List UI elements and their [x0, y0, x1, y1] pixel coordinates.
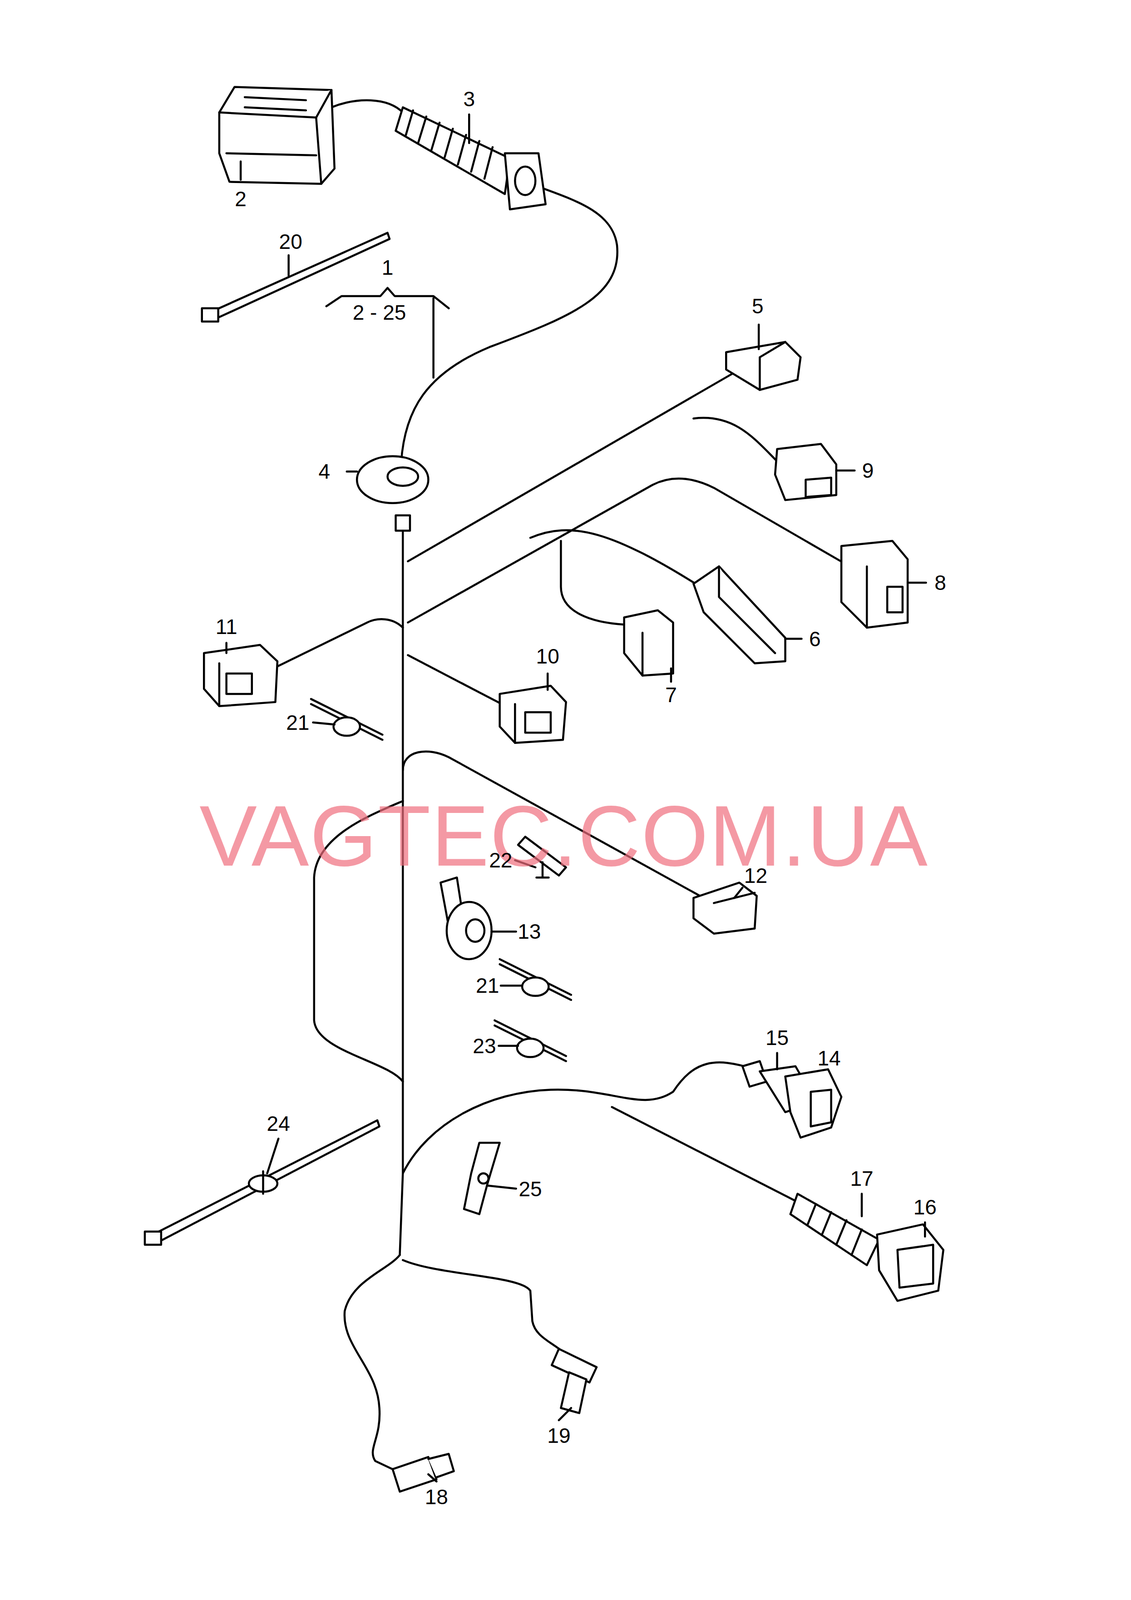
callout-number: 7 — [665, 684, 677, 706]
cable-ties — [144, 232, 390, 1245]
callout-number: 18 — [424, 1486, 449, 1507]
sensors — [392, 1348, 597, 1492]
callout-number: 16 — [913, 1196, 937, 1218]
callout-number: 17 — [849, 1167, 874, 1189]
callout-number: 10 — [536, 645, 560, 667]
callout-number: 24 — [266, 1112, 291, 1134]
callout-number: 4 — [318, 460, 331, 482]
callout-number: 25 — [518, 1178, 542, 1200]
callout-number: 2 — [234, 188, 247, 210]
callout-number: 21 — [286, 711, 310, 733]
grommet-3 — [395, 107, 546, 210]
watermark: VAGTEC.COM.UA — [199, 792, 929, 879]
callout-number: 12 — [744, 864, 768, 886]
callout-number: 22 — [488, 849, 513, 871]
callout-number: 23 — [472, 1035, 496, 1057]
callout-number: 9 — [862, 459, 875, 481]
callout-number: 20 — [279, 231, 303, 252]
callout-number: 3 — [463, 88, 475, 110]
callout-number: 21 — [475, 974, 499, 996]
grommet-13 — [440, 877, 492, 959]
callout-number: 19 — [547, 1424, 571, 1446]
callout-number: 14 — [817, 1047, 841, 1069]
callout-number: 6 — [809, 628, 821, 650]
callout-number: 15 — [765, 1027, 789, 1048]
connector-2 — [219, 86, 335, 184]
callout-number: 13 — [517, 920, 541, 942]
callout-number: 11 — [215, 616, 238, 638]
callout-number: 1 — [381, 256, 394, 278]
callout-number: 5 — [751, 295, 764, 317]
callout-number: 2 - 25 — [352, 301, 407, 323]
callout-number: 8 — [934, 572, 947, 593]
grommet-4 — [356, 456, 429, 531]
connectors-lower — [742, 1061, 944, 1301]
harness-wires — [273, 100, 845, 1469]
